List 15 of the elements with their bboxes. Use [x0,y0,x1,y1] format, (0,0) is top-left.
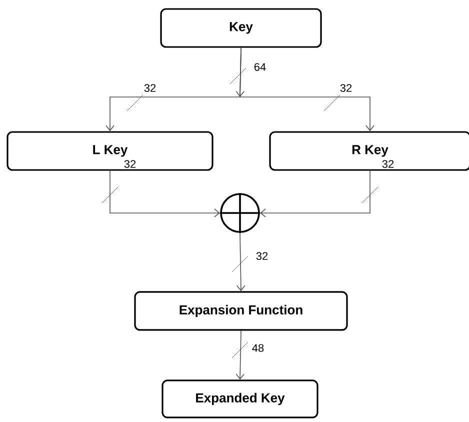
bit-width-label: 32 [256,252,268,260]
bit-width-label: 32 [144,84,156,92]
xor-symbol [219,192,261,234]
arrow [260,170,370,218]
bit-width-label: 32 [340,84,352,92]
arrow [236,330,245,380]
process-box: Expanded Key [162,380,318,418]
arrow [110,170,220,218]
process-box: Expansion Function [134,291,348,331]
bit-width-label: 32 [382,160,394,168]
bit-width-label: 48 [252,344,264,352]
bit-width-label: 32 [124,160,136,168]
arrow [236,232,246,292]
bit-width-label: 64 [254,63,266,71]
process-box: Key [160,8,322,48]
